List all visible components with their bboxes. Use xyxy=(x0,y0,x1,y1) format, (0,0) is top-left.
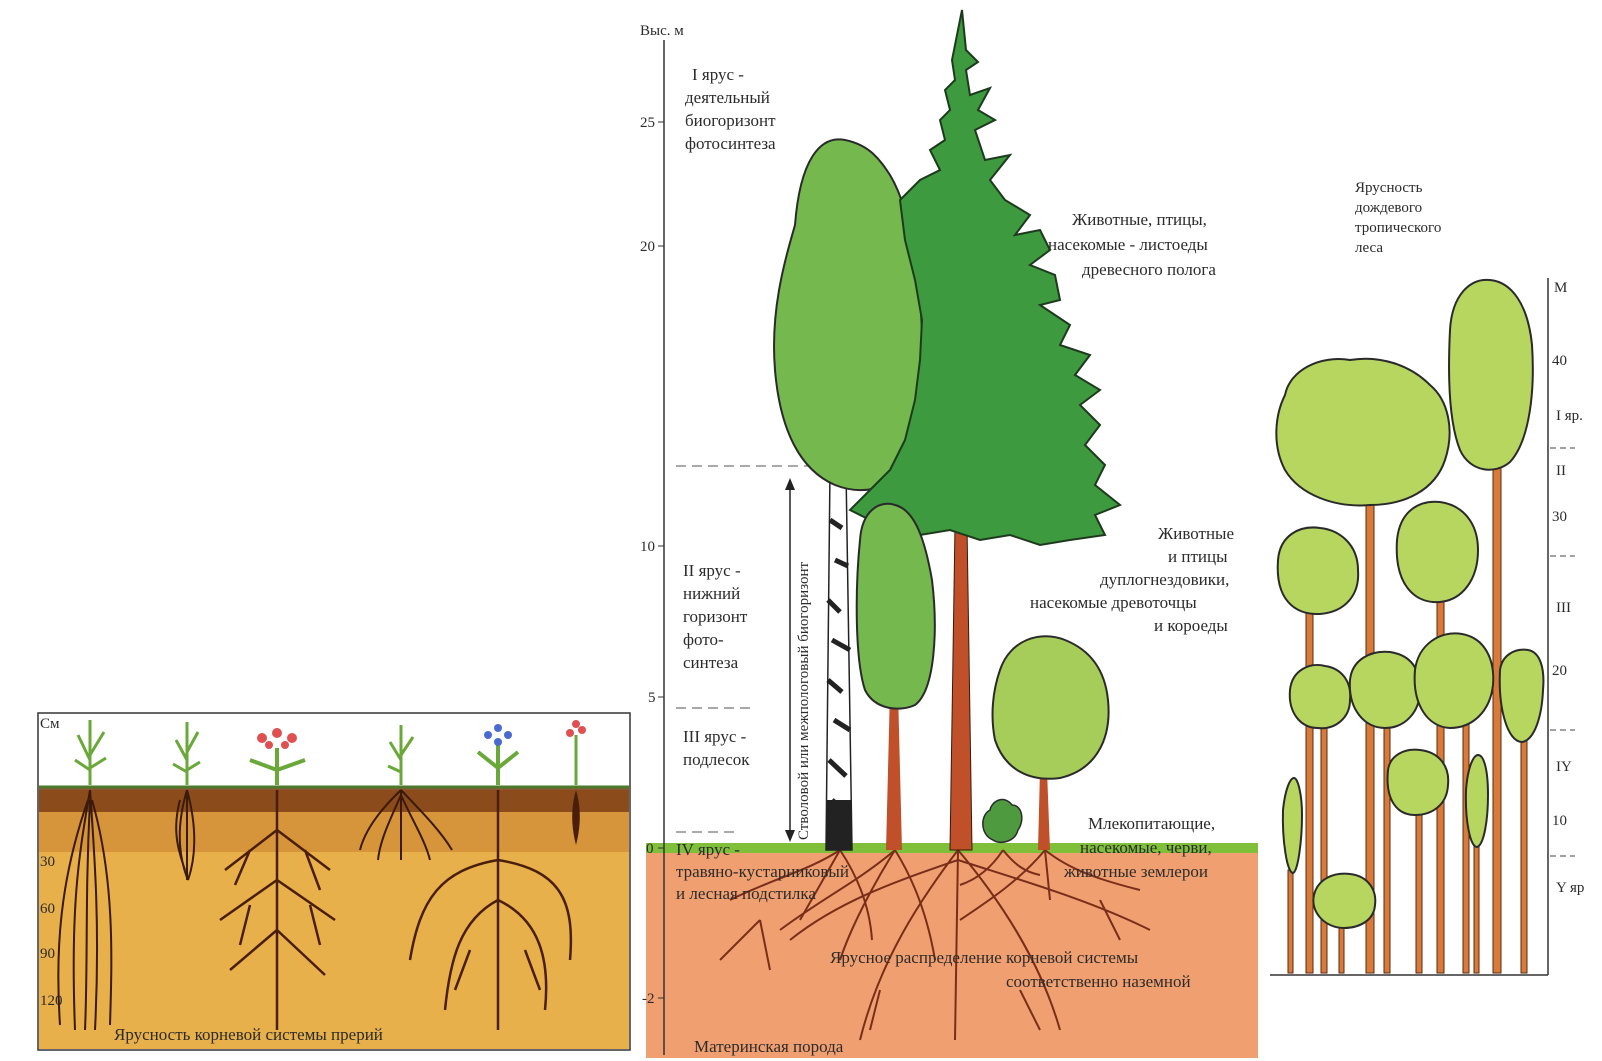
forest-tick-25: 25 xyxy=(640,115,655,131)
svg-text:животные землерои: животные землерои xyxy=(1063,862,1208,881)
prairie-tick-60: 60 xyxy=(40,901,55,917)
prairie-tick-30: 30 xyxy=(40,854,55,870)
svg-text:деятельный: деятельный xyxy=(685,88,770,107)
svg-text:Ярусное распределение корневой: Ярусное распределение корневой системы xyxy=(830,948,1139,967)
canopy-fauna-label: Животные, птицы, насекомые - листоеды др… xyxy=(1048,210,1216,279)
tropical-axis-unit: М xyxy=(1554,280,1567,296)
svg-text:древесного полога: древесного полога xyxy=(1082,260,1216,279)
tropical-tier-4: IY xyxy=(1556,759,1572,775)
svg-text:леса: леса xyxy=(1355,240,1383,256)
prairie-unit-label: См xyxy=(40,716,60,732)
svg-text:тропического: тропического xyxy=(1355,220,1441,236)
forest-tick-10: 10 xyxy=(640,539,655,555)
svg-text:Животные, птицы,: Животные, птицы, xyxy=(1072,210,1207,229)
tropical-tier-5: Y яр xyxy=(1556,880,1584,896)
svg-text:I ярус -: I ярус - xyxy=(692,65,744,84)
svg-text:горизонт: горизонт xyxy=(683,607,748,626)
forest-axis-title: Выс. м xyxy=(640,23,684,39)
svg-text:дождевого: дождевого xyxy=(1355,200,1422,216)
bedrock-label: Материнская порода xyxy=(694,1037,844,1056)
forest-tick-5: 5 xyxy=(648,690,656,706)
forest-tick-0: 0 xyxy=(646,841,654,857)
shrub xyxy=(983,800,1022,843)
svg-text:насекомые древоточцы: насекомые древоточцы xyxy=(1030,593,1197,612)
tropical-tier-1: I яр. xyxy=(1556,408,1583,424)
svg-text:подлесок: подлесок xyxy=(683,750,750,769)
tier3-label: III ярус - подлесок xyxy=(683,727,750,769)
trunk-biohorizon-label: Стволовой или межпологовый биогоризонт xyxy=(796,561,812,840)
svg-text:биогоризонт: биогоризонт xyxy=(685,111,776,130)
forest-tick-20: 20 xyxy=(640,239,655,255)
svg-text:насекомые, черви,: насекомые, черви, xyxy=(1080,838,1212,857)
svg-text:соответственно наземной: соответственно наземной xyxy=(1006,972,1191,991)
svg-text:травяно-кустарниковый: травяно-кустарниковый xyxy=(676,862,849,881)
svg-text:дуплогнездовики,: дуплогнездовики, xyxy=(1100,570,1229,589)
svg-text:и птицы: и птицы xyxy=(1168,547,1228,566)
prairie-tick-90: 90 xyxy=(40,946,55,962)
svg-text:насекомые - листоеды: насекомые - листоеды xyxy=(1048,235,1208,254)
svg-text:III ярус -: III ярус - xyxy=(683,727,747,746)
svg-text:Животные: Животные xyxy=(1158,524,1234,543)
svg-text:фотосинтеза: фотосинтеза xyxy=(685,134,776,153)
tall-deciduous-crown xyxy=(774,139,923,490)
tier1-label: I ярус - деятельный биогоризонт фотосинт… xyxy=(685,65,776,153)
tropical-tick-40: 40 xyxy=(1552,353,1567,369)
tropical-title: Ярусность дождевого тропического леса xyxy=(1355,180,1441,256)
prairie-topsoil xyxy=(39,786,629,812)
forest-panel: Выс. м 25 20 10 5 0 -2 xyxy=(640,10,1258,1058)
soil-fauna-label: Млекопитающие, насекомые, черви, животны… xyxy=(1063,814,1215,881)
tropical-tier-2: II xyxy=(1556,463,1566,479)
svg-text:IV ярус -: IV ярус - xyxy=(676,840,740,859)
svg-text:Ярусность: Ярусность xyxy=(1355,180,1423,196)
svg-text:и лесная подстилка: и лесная подстилка xyxy=(676,884,816,903)
birch-tree xyxy=(826,470,852,850)
tropical-tick-20: 20 xyxy=(1552,663,1567,679)
tier2-label: II ярус - нижний горизонт фото- синтеза xyxy=(683,561,748,672)
forest-tick-minus2: -2 xyxy=(642,991,655,1007)
svg-text:нижний: нижний xyxy=(683,584,740,603)
prairie-caption: Ярусность корневой системы прерий xyxy=(114,1025,383,1044)
tropical-tier-3: III xyxy=(1556,600,1571,616)
svg-text:Млекопитающие,: Млекопитающие, xyxy=(1088,814,1215,833)
tropical-panel: Ярусность дождевого тропического леса М … xyxy=(1270,180,1584,975)
svg-text:синтеза: синтеза xyxy=(683,653,739,672)
svg-text:II ярус -: II ярус - xyxy=(683,561,741,580)
prairie-panel: См 30 60 90 120 xyxy=(38,713,630,1050)
tropical-tick-10: 10 xyxy=(1552,813,1567,829)
svg-text:фото-: фото- xyxy=(683,630,724,649)
tropical-tick-30: 30 xyxy=(1552,509,1567,525)
svg-text:и короеды: и короеды xyxy=(1154,616,1228,635)
prairie-subsoil xyxy=(39,812,629,852)
middle-deciduous-tree xyxy=(857,504,935,850)
tropical-crowns xyxy=(1276,280,1543,928)
